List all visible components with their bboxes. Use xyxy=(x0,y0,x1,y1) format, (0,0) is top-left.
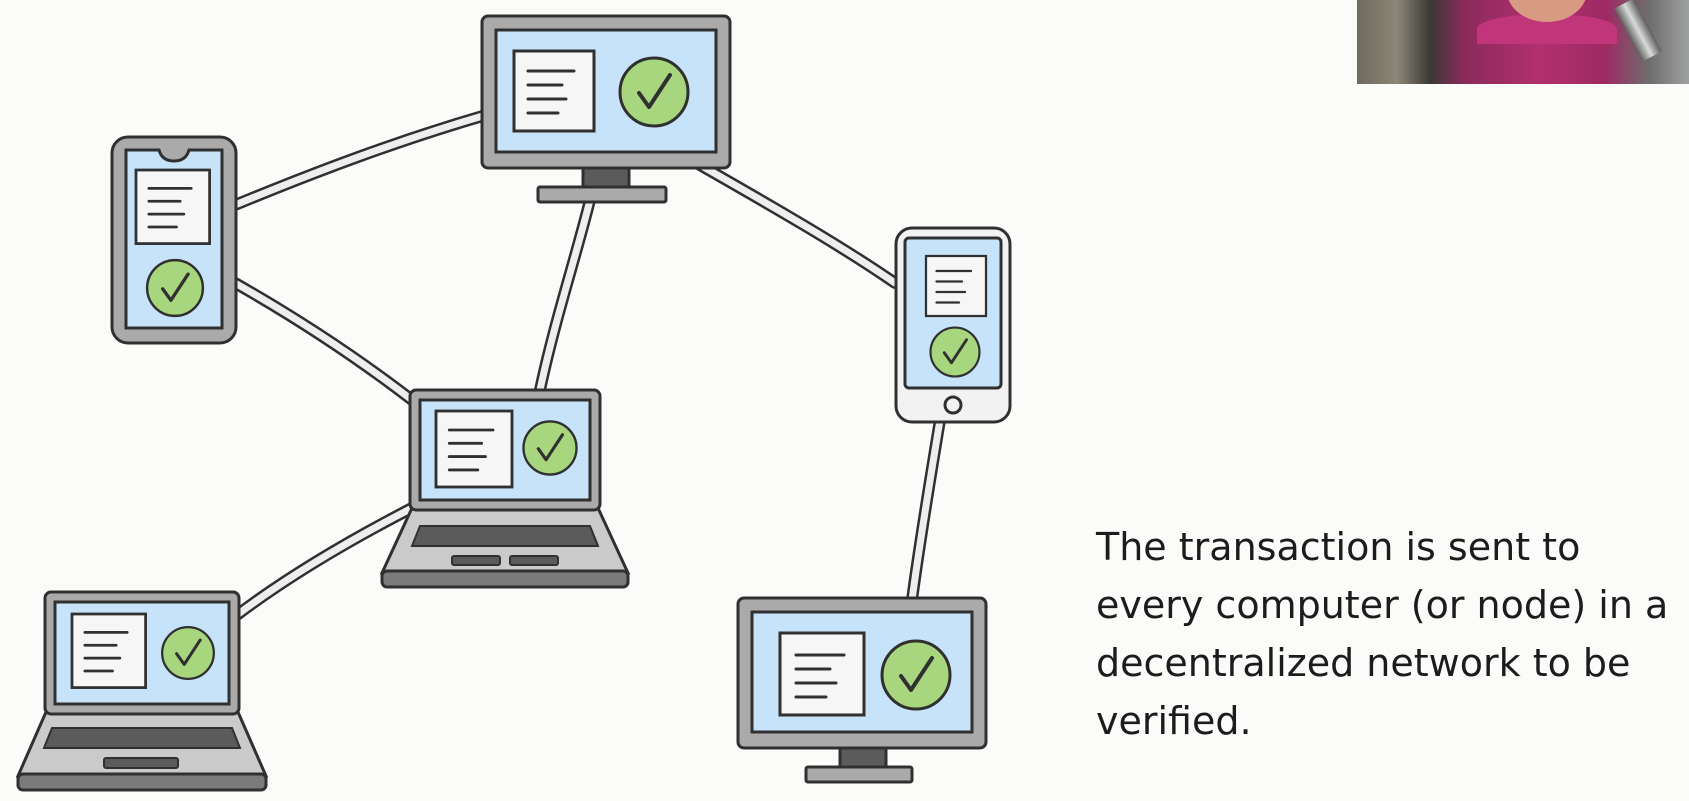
cable-monitor-top-to-laptop-center xyxy=(534,194,596,396)
checkmark-badge-icon xyxy=(880,639,952,711)
document-icon xyxy=(70,612,147,689)
checkmark-badge-icon xyxy=(929,326,981,378)
document-icon xyxy=(924,254,988,318)
checkmark-badge-icon xyxy=(618,56,690,128)
checkmark-badge-icon xyxy=(160,625,216,681)
slide-caption: The transaction is sent to every compute… xyxy=(1096,518,1676,750)
document-icon xyxy=(434,409,514,489)
node-phone-left xyxy=(110,135,238,345)
microphone-icon xyxy=(1614,0,1662,62)
cable-phone-left-to-laptop-center xyxy=(229,277,418,406)
presenter-webcam-thumbnail xyxy=(1357,0,1689,84)
network-cables xyxy=(229,109,946,621)
home-button xyxy=(943,395,963,415)
node-laptop-center xyxy=(379,388,631,589)
document-icon xyxy=(512,49,596,133)
cable-monitor-top-to-phone-right xyxy=(694,159,901,289)
webcam-face xyxy=(1507,0,1587,22)
node-laptop-bottom-left xyxy=(15,590,269,792)
caption-line-1: The transaction is sent to xyxy=(1096,525,1581,569)
checkmark-badge-icon xyxy=(521,419,579,477)
node-monitor-bottom xyxy=(736,596,988,784)
document-icon xyxy=(134,168,211,245)
caption-line-3: decentralized network to be xyxy=(1096,641,1631,685)
cable-phone-right-to-monitor-bottom xyxy=(906,414,946,606)
node-phone-right xyxy=(894,226,1012,424)
document-icon xyxy=(778,631,866,717)
checkmark-badge-icon xyxy=(145,258,205,318)
caption-line-4: verified. xyxy=(1096,699,1252,743)
cable-phone-left-to-monitor-top xyxy=(229,109,492,211)
node-monitor-top xyxy=(480,14,732,204)
caption-line-2: every computer (or node) in a xyxy=(1096,583,1669,627)
cable-laptop-center-to-laptop-bottom-left xyxy=(231,502,418,621)
